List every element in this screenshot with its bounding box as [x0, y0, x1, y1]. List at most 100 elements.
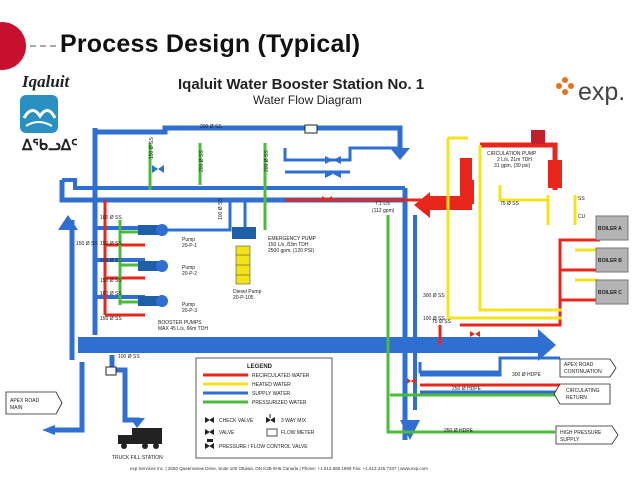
- boiler-c-icon: [595, 279, 629, 305]
- label-pipe-300-hdpe: 300 Ø HDPE: [512, 372, 542, 378]
- label-pipe-300: 300 Ø SS: [423, 293, 445, 299]
- pressurized-water-pipes: [118, 143, 555, 434]
- label-flow-b: (112 gpm): [372, 208, 395, 214]
- label-pump2-b: 20-P-2: [182, 271, 197, 277]
- heated-water-pipes: [446, 136, 598, 320]
- label-pipe-100-truck: 100 Ø SS: [118, 354, 140, 360]
- iqaluit-logo-text: Iqaluit: [22, 72, 70, 91]
- label-high-pressure-b: SUPPLY: [560, 437, 580, 443]
- recirc-valve-icons: [322, 196, 480, 384]
- legend-three-way-mix: 3 WAY MIX: [281, 418, 307, 424]
- label-circ-return-b: RETURN: [566, 395, 587, 401]
- label-pipe-top: 200 Ø SS: [200, 124, 222, 130]
- legend-item-pressurized: PRESSURIZED WATER: [252, 400, 307, 406]
- diagram-title: Iqaluit Water Booster Station No. 1: [178, 76, 425, 93]
- label-pipe-150-b: 150 Ø SS: [100, 278, 122, 284]
- label-pipe-150-c: 150 Ø SS: [100, 316, 122, 322]
- label-circ-c: 31 gpm, (30 psi): [494, 163, 530, 169]
- legend-box: [195, 357, 333, 459]
- pfcv-icon: [205, 439, 214, 449]
- legend-pfcv: PRESSURE / FLOW CONTROL VALVE: [219, 444, 308, 450]
- label-pump1-a: Pump: [182, 237, 195, 243]
- label-pipe-200-right: 200 Ø SS: [264, 150, 270, 172]
- label-pipe-200-mid: 200 Ø SS: [199, 150, 205, 172]
- label-apex-main-b: MAIN: [10, 405, 23, 411]
- legend-check-valve: CHECK VALVE: [219, 418, 254, 424]
- label-flow-a: 7.1 L/s: [375, 201, 391, 207]
- label-pipe-75-a: 75 Ø SS: [500, 201, 520, 207]
- label-pipe-150-a: 150 Ø SS: [100, 241, 122, 247]
- pump-20-p-2-icon: [138, 260, 168, 272]
- apex-continuation-box: [559, 358, 617, 378]
- diagram-subtitle: Water Flow Diagram: [253, 93, 362, 107]
- legend-item-supply: SUPPLY WATER: [252, 391, 291, 397]
- label-circ-b: 2 L/s, 21m TDH: [497, 157, 532, 163]
- label-apex-continuation-b: CONTINUATION: [564, 369, 602, 375]
- legend-item-heated: HEATED WATER: [252, 382, 291, 388]
- label-pump2-a: Pump: [182, 265, 195, 271]
- legend-valve: VALVE: [219, 430, 235, 436]
- pump-20-p-3-icon: [138, 295, 168, 307]
- label-pump3-a: Pump: [182, 302, 195, 308]
- label-booster-b: MAX 45 L/s, 66m TDH: [158, 326, 208, 332]
- pump-20-p-1-icon: [138, 224, 168, 236]
- label-pipe-100-e: 100 Ø SS: [423, 316, 445, 322]
- label-apex-main-a: APEX ROAD: [10, 398, 40, 404]
- label-circ-return-a: CIRCULATING: [566, 388, 600, 394]
- valve-legend-icon: [205, 429, 214, 435]
- check-valve-icon: [205, 417, 214, 423]
- truck-icon: [118, 428, 162, 449]
- label-pipe-250-hdpe-b: 250 Ø HDPE: [444, 428, 474, 434]
- exp-logo-icon: [556, 77, 574, 95]
- label-pipe-150-left: 150 Ø SS: [149, 137, 155, 159]
- iqaluit-syllabics: ᐃᖃᓗᐃᑦ: [22, 137, 78, 154]
- footer: exp Services Inc. | 2650 Queensview Driv…: [130, 466, 428, 471]
- label-pipe-100-c: 100 Ø SS: [100, 291, 122, 297]
- legend-flow-meter: FLOW METER: [281, 430, 315, 436]
- label-circ-a: CIRCULATION PUMP: [487, 151, 537, 157]
- apex-main-box: [5, 391, 63, 415]
- label-boiler-b: BOILER B: [598, 258, 622, 264]
- valve-icons: [152, 156, 341, 178]
- flow-meter-icon: [105, 124, 318, 376]
- legend-title: LEGEND: [247, 364, 273, 370]
- label-pipe-100-d: 100 Ø SS: [218, 198, 224, 220]
- exp-logo-text: exp.: [578, 78, 626, 106]
- boiler-a-icon: [595, 215, 629, 241]
- flow-meter-legend-icon: [266, 428, 278, 437]
- emergency-pump-icon: [232, 227, 256, 285]
- label-booster-a: BOOSTER PUMPS: [158, 320, 202, 326]
- label-truck-fill: TRUCK FILL STATION: [112, 455, 163, 461]
- circulating-return-box: [553, 383, 611, 405]
- label-pump3-b: 20-P-3: [182, 308, 197, 314]
- label-pump1-b: 20-P-1: [182, 243, 197, 249]
- slide-title: Process Design (Typical): [60, 30, 361, 58]
- label-emergency-a: EMERGENCY PUMP: [268, 236, 317, 242]
- label-boiler-a: BOILER A: [598, 226, 622, 232]
- title-dashes: [30, 45, 56, 49]
- iqaluit-logo-icon: [20, 95, 58, 133]
- label-emergency-c: 2500 gpm, (120 PSI): [268, 248, 314, 254]
- supply-water-pipes: [55, 125, 560, 440]
- label-high-pressure-a: HIGH PRESSURE: [560, 430, 602, 436]
- label-apex-continuation-a: APEX ROAD: [564, 362, 594, 368]
- three-way-mix-icon: [266, 414, 275, 423]
- label-diesel-a: Diesel Pump: [233, 289, 262, 295]
- label-pipe-cu: CU: [578, 214, 586, 220]
- label-pipe-100-b: 100 Ø SS: [100, 258, 122, 264]
- label-pipe-100-a: 100 Ø SS: [100, 215, 122, 221]
- label-emergency-b: 150 L/s, 83m TDH: [268, 242, 309, 248]
- legend-item-recirculated: RECIRCULATED WATER: [252, 373, 310, 379]
- main-supply-arrow: [78, 329, 556, 377]
- label-diesel-b: 20-P-105: [233, 295, 254, 301]
- label-pipe-75-b: 75 Ø SS: [432, 319, 452, 325]
- boiler-b-icon: [595, 247, 629, 273]
- high-pressure-supply-box: [555, 425, 619, 445]
- label-pipe-ss: SS: [578, 196, 585, 202]
- recirc-elbow-arrow: [414, 130, 562, 218]
- label-pipe-250-hdpe-a: 250 Ø HDPE: [452, 386, 482, 392]
- label-boiler-c: BOILER C: [598, 290, 622, 296]
- flow-arrows: [42, 148, 420, 440]
- label-pipe-150-d: 150 Ø SS: [76, 241, 98, 247]
